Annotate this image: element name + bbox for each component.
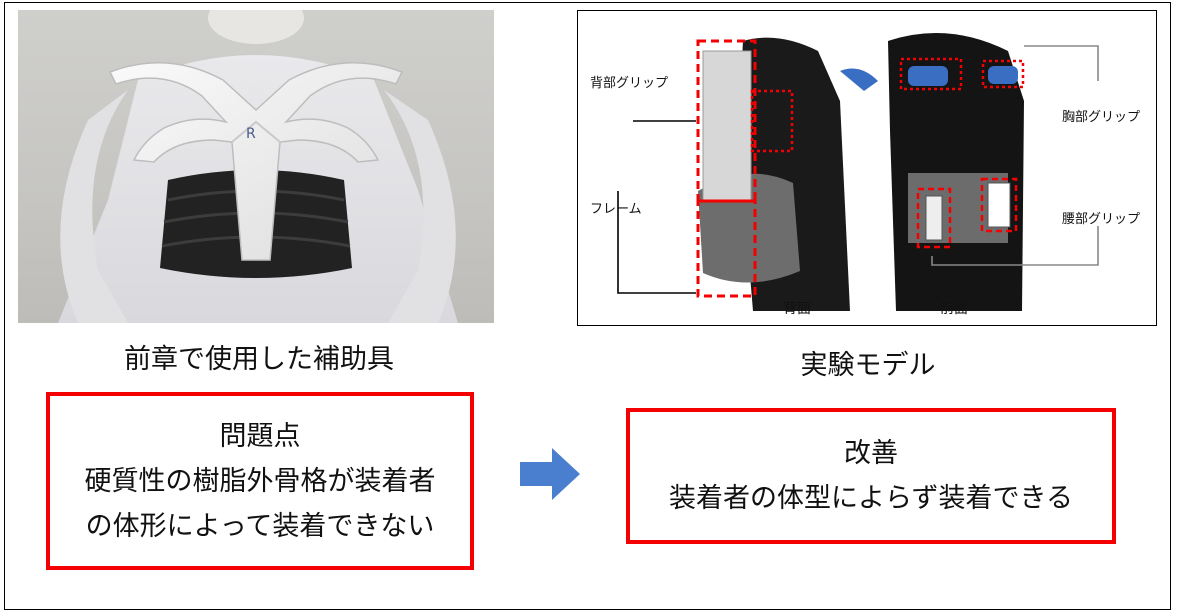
right-arrow-icon [520,448,580,500]
problem-title: 問題点 [219,420,301,452]
waist-grip-label: 腰部グリップ [1062,212,1140,227]
improvement-box: 改善 装着者の体型によらず装着できる [626,408,1116,544]
previous-device-caption: 前章で使用した補助具 [124,344,394,375]
chest-grip-label: 胸部グリップ [1062,110,1140,125]
experimental-model-illustration: 背部グリップ 胸部グリップ フレーム 腰部グリップ 背面 前面 [590,33,1140,317]
svg-text:R: R [246,126,256,142]
improvement-title: 改善 [844,438,898,469]
problem-box: 問題点 硬質性の樹脂外骨格が装着者 の体形によって装着できない [46,392,474,570]
back-grip-label: 背部グリップ [590,76,668,91]
improvement-line-1: 装着者の体型によらず装着できる [669,483,1073,514]
front-view-label: 前面 [940,300,968,317]
experimental-model-caption: 実験モデル [800,350,936,381]
frame-label: フレーム [590,202,642,217]
previous-device-photo: R [18,10,494,323]
previous-device-illustration: R [58,10,458,323]
problem-line-1: 硬質性の樹脂外骨格が装着者 [84,465,436,497]
problem-line-2: の体形によって装着できない [85,510,435,542]
back-view-label: 背面 [783,301,811,317]
experimental-model-photo: 背部グリップ 胸部グリップ フレーム 腰部グリップ 背面 前面 [577,10,1157,326]
